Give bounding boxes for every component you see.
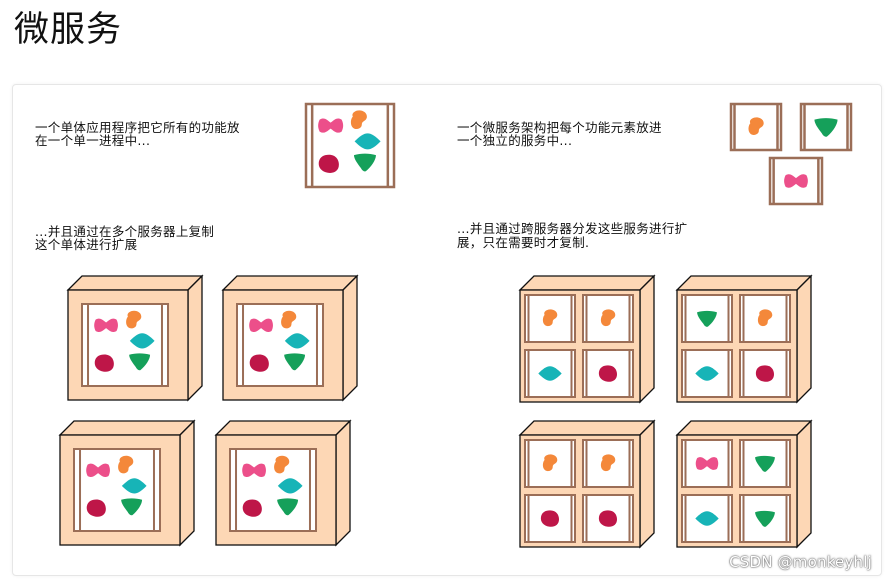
diamond-shape-icon bbox=[695, 511, 719, 526]
diamond-shape-icon bbox=[129, 333, 155, 349]
blob-shape-icon bbox=[126, 310, 142, 329]
triangle-shape-icon bbox=[814, 118, 838, 137]
diamond-shape-icon bbox=[284, 333, 310, 349]
triangle-shape-icon bbox=[353, 153, 376, 172]
blob-shape-icon bbox=[281, 310, 297, 329]
microservice-server-2-cell-1 bbox=[681, 294, 733, 343]
bow-shape-icon bbox=[242, 463, 266, 478]
bow-shape-icon bbox=[94, 318, 118, 333]
blob-shape-icon bbox=[118, 455, 134, 474]
circle-shape-icon bbox=[540, 510, 559, 527]
diamond-shape-icon bbox=[354, 133, 381, 150]
circle-shape-icon bbox=[94, 354, 114, 372]
triangle-shape-icon bbox=[697, 310, 717, 327]
blob-shape-icon bbox=[274, 455, 290, 474]
diamond-shape-icon bbox=[277, 478, 303, 494]
caption-micro-line1: 一个微服务架构把每个功能元素放进 bbox=[457, 120, 662, 135]
watermark-text: CSDN @monkeyhlj bbox=[729, 553, 872, 571]
microservice-server-1-cell-4 bbox=[582, 349, 634, 398]
bow-shape-icon bbox=[86, 463, 110, 478]
triangle-shape-icon bbox=[755, 455, 775, 472]
microservice-server-2-cell-2 bbox=[739, 294, 791, 343]
microservice-server-1-cell-3 bbox=[524, 349, 576, 398]
blob-shape-icon bbox=[542, 309, 558, 327]
microservice-server-2-cell-3 bbox=[681, 349, 733, 398]
blob-shape-icon bbox=[542, 454, 558, 472]
bow-shape-icon bbox=[249, 318, 273, 333]
monolith-server-1-frame bbox=[81, 303, 169, 387]
page-title: 微服务 bbox=[14, 10, 123, 50]
blob-shape-icon bbox=[600, 454, 616, 472]
caption-monolith-line1: 一个单体应用程序把它所有的功能放 bbox=[35, 120, 240, 135]
monolith-server-2-frame bbox=[236, 303, 324, 387]
triangle-shape-icon bbox=[755, 510, 775, 527]
circle-shape-icon bbox=[598, 365, 617, 382]
microservice-server-3-cell-4 bbox=[582, 494, 634, 543]
caption-micro-scale-line2: 展，只在需要时才复制. bbox=[457, 235, 590, 250]
triangle-shape-icon bbox=[129, 353, 151, 371]
circle-shape-icon bbox=[755, 365, 774, 382]
bow-shape-icon bbox=[318, 118, 344, 133]
circle-shape-icon bbox=[318, 154, 339, 173]
caption-monolith-scale-line1: ...并且通过在多个服务器上复制 bbox=[35, 224, 215, 239]
monolith-server-3-frame bbox=[73, 448, 161, 532]
bow-shape-icon bbox=[695, 457, 719, 470]
triangle-shape-icon bbox=[277, 498, 299, 516]
monolith-frame bbox=[304, 102, 396, 189]
blob-shape-icon bbox=[757, 309, 773, 327]
circle-shape-icon bbox=[598, 510, 617, 527]
diamond-shape-icon bbox=[538, 366, 562, 381]
diamond-shape-icon bbox=[695, 366, 719, 381]
blob-shape-icon bbox=[350, 110, 367, 130]
monolith-server-4-frame bbox=[229, 448, 317, 532]
diamond-shape-icon bbox=[121, 478, 147, 494]
circle-shape-icon bbox=[86, 499, 106, 517]
caption-micro-scale-line1: ...并且通过跨服务器分发这些服务进行扩 bbox=[457, 221, 688, 236]
triangle-shape-icon bbox=[284, 353, 306, 371]
triangle-shape-icon bbox=[121, 498, 143, 516]
microservice-server-4-cell-1 bbox=[681, 439, 733, 488]
caption-micro-line2: 一个独立的服务中... bbox=[457, 133, 573, 148]
microservice-server-4-cell-3 bbox=[681, 494, 733, 543]
blob-shape-icon bbox=[748, 117, 764, 136]
bow-shape-icon bbox=[784, 174, 808, 188]
caption-monolith-scale-line2: 这个单体进行扩展 bbox=[35, 237, 138, 252]
circle-shape-icon bbox=[242, 499, 262, 517]
circle-shape-icon bbox=[249, 354, 269, 372]
blob-shape-icon bbox=[600, 309, 616, 327]
caption-monolith-line2: 在一个单一进程中... bbox=[35, 133, 151, 148]
